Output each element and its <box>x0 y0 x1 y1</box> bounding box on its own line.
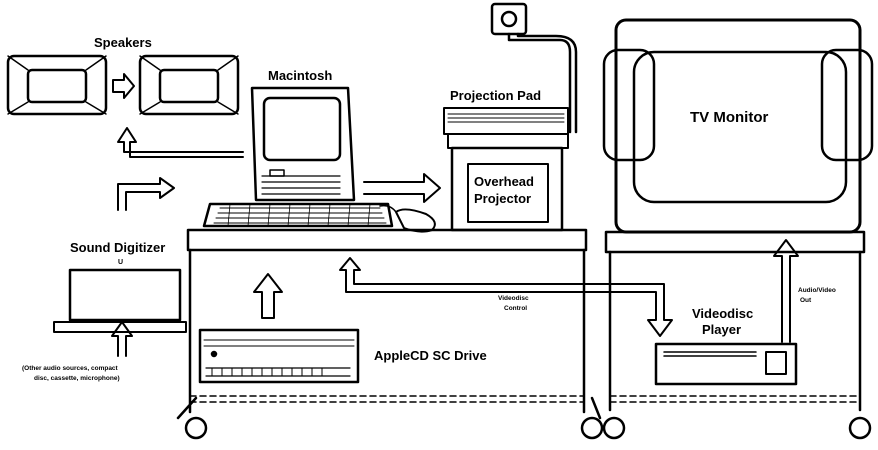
speaker-left <box>6 54 108 116</box>
speaker-right <box>138 54 240 116</box>
label-speakers: Speakers <box>94 35 152 50</box>
speaker-arrow <box>112 73 135 99</box>
label-sound-digitizer: Sound Digitizer <box>70 240 165 255</box>
right-cart <box>602 230 872 440</box>
keyboard <box>202 202 394 228</box>
label-macintosh: Macintosh <box>268 68 332 83</box>
macintosh-computer <box>250 86 356 202</box>
label-overhead-2: Projector <box>474 191 531 206</box>
cd-to-mac-arrow <box>253 273 283 319</box>
label-videodisc-player-1: Videodisc <box>692 306 753 321</box>
label-videodisc-control-2: Control <box>504 305 527 312</box>
label-audio-video-1: Audio/Video <box>798 287 836 294</box>
digitizer-up-arrow <box>117 177 175 211</box>
sound-digitizer-box <box>68 268 182 322</box>
audio-video-out-arrow <box>773 239 799 343</box>
video-to-projector-arrow <box>363 173 441 203</box>
overhead-projector <box>443 2 578 232</box>
label-applecd: AppleCD SC Drive <box>374 348 487 363</box>
audio-out-arrow <box>117 127 244 158</box>
other-sources-arrow <box>111 321 133 357</box>
label-videodisc-player-2: Player <box>702 322 741 337</box>
label-projection-pad: Projection Pad <box>450 88 541 103</box>
left-cart <box>176 228 604 440</box>
label-tv-monitor: TV Monitor <box>690 109 768 126</box>
label-other-sources-2: disc, cassette, microphone) <box>34 375 120 382</box>
shelf-left <box>53 321 187 333</box>
tv-monitor <box>602 18 874 234</box>
videodisc-player <box>654 342 798 386</box>
applecd-drive <box>198 328 360 384</box>
label-overhead-1: Overhead <box>474 174 534 189</box>
label-audio-video-2: Out <box>800 297 812 304</box>
label-other-sources-1: (Other audio sources, compact <box>22 365 119 372</box>
videodisc-control-cable <box>339 257 673 337</box>
label-videodisc-control-1: Videodisc <box>498 295 529 302</box>
label-sound-digitizer-sub: U <box>118 259 123 266</box>
